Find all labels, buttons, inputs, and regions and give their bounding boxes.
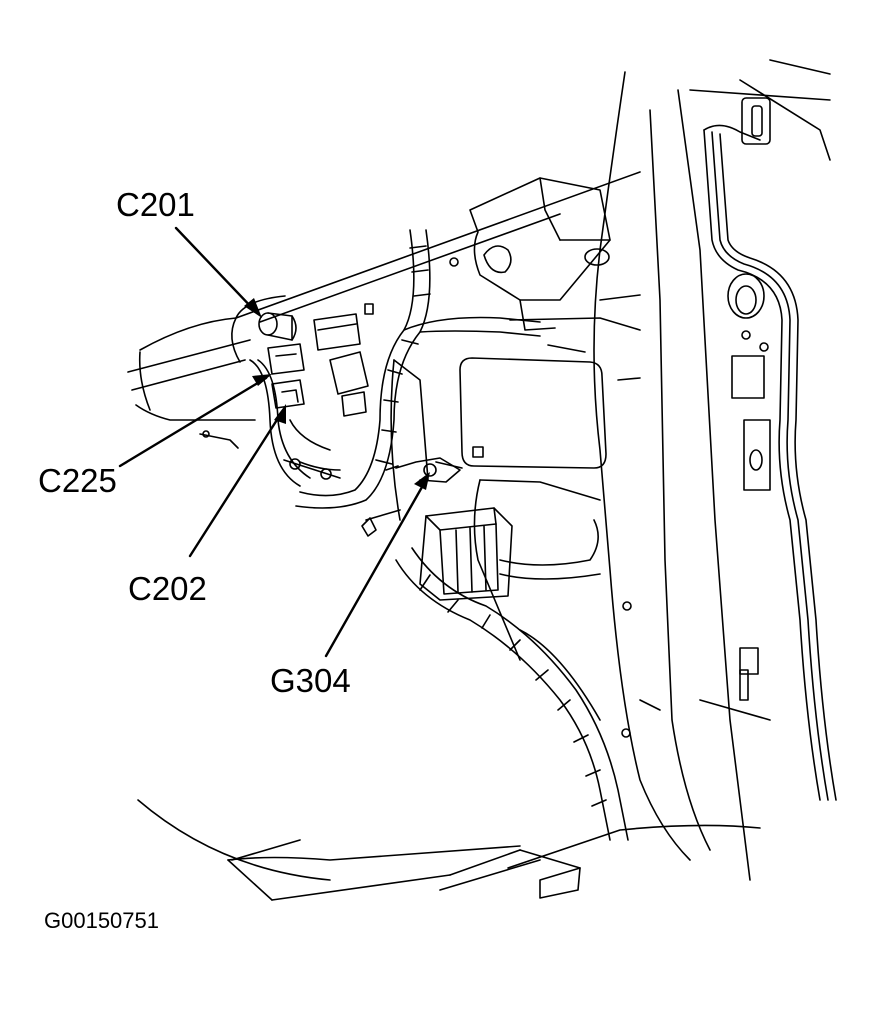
leader-g304: [326, 480, 426, 656]
connector-cluster: [200, 313, 368, 486]
mount-bracket: [365, 178, 640, 737]
leader-c225: [120, 378, 266, 466]
wheel-arch: [138, 800, 760, 900]
arrowhead-c202: [274, 404, 286, 424]
right-harness-channel: [704, 125, 836, 800]
pillar-structure: [594, 60, 830, 880]
body-panel-outline: [128, 172, 640, 420]
callout-label-c201: C201: [116, 186, 195, 223]
figure-id: G00150751: [44, 908, 159, 933]
arrowhead-g304: [414, 472, 430, 490]
ground-stud-g304: [362, 458, 462, 536]
arrowhead-c225: [252, 374, 272, 386]
callout-label-c202: C202: [128, 570, 207, 607]
leader-c201: [176, 228, 256, 312]
callout-leaders: [120, 228, 426, 656]
callout-arrowheads: [244, 298, 430, 490]
callout-label-g304: G304: [270, 662, 351, 699]
callout-label-c225: C225: [38, 462, 117, 499]
arrowhead-c201: [244, 298, 262, 318]
main-harness: [296, 230, 628, 840]
leader-c202: [190, 412, 282, 556]
harness-connector: [420, 508, 512, 600]
